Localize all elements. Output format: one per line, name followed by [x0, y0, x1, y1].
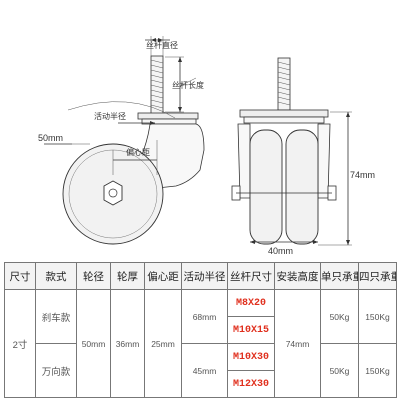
table-row: M12X30	[5, 370, 397, 398]
header-four-load: 四只承重	[358, 262, 397, 290]
cell-thread-m8x20: M8X20	[227, 289, 275, 317]
header-type: 款式	[35, 262, 77, 290]
side-view: 丝杆直径 丝杆长度 活动半径 偏心距 50mm	[38, 36, 205, 245]
label-swivel-radius: 活动半径	[94, 111, 126, 121]
label-width-dim: 40mm	[268, 246, 293, 256]
cell-install-height: 74mm	[274, 289, 321, 398]
cell-wheel-thickness: 36mm	[110, 289, 145, 398]
cell-wheel-diameter: 50mm	[76, 289, 111, 398]
label-height-dim: 74mm	[350, 170, 375, 180]
cell-single-load-brake: 50Kg	[320, 289, 359, 344]
label-wheel-dim: 50mm	[38, 133, 63, 143]
caster-technical-drawing: 丝杆直径 丝杆长度 活动半径 偏心距 50mm	[38, 36, 375, 256]
header-install-height: 安装高度	[274, 262, 321, 290]
label-screw-diameter: 丝杆直径	[146, 40, 178, 50]
header-thread-size: 丝杆尺寸	[227, 262, 275, 290]
cell-type-swivel: 万向款	[35, 343, 77, 398]
cell-thread-m10x15: M10X15	[227, 316, 275, 344]
spec-table: 尺寸 款式 轮径 轮厚 偏心距 活动半径 丝杆尺寸 安装高度 单只承重 四只承重…	[4, 262, 397, 398]
cell-four-load-brake: 150Kg	[358, 289, 397, 344]
cell-size: 2寸	[4, 289, 36, 398]
cell-radius-brake: 68mm	[181, 289, 228, 344]
cell-radius-swivel: 45mm	[181, 343, 228, 398]
front-wheel-left	[249, 129, 283, 245]
label-eccentric: 偏心距	[126, 147, 150, 157]
front-view: 74mm 40mm	[231, 57, 375, 256]
header-swivel-radius: 活动半径	[181, 262, 228, 290]
table-row: 2寸 刹车款 50mm 36mm 25mm 68mm M8X20 74mm 50…	[4, 289, 397, 398]
swivel-radius-arc	[67, 101, 176, 119]
front-swivel-plate	[239, 109, 329, 118]
header-eccentric: 偏心距	[144, 262, 182, 290]
table-row: M10X15	[5, 316, 397, 344]
front-wheel-right	[285, 129, 319, 245]
stem-threads	[150, 59, 164, 109]
header-wheel-diameter: 轮径	[76, 262, 111, 290]
header-single-load: 单只承重	[320, 262, 359, 290]
cell-single-load-swivel: 50Kg	[320, 343, 359, 398]
cell-thread-m10x30: M10X30	[227, 343, 275, 371]
cell-four-load-swivel: 150Kg	[358, 343, 397, 398]
cell-eccentric: 25mm	[144, 289, 182, 398]
cell-thread-m12x30: M12X30	[227, 370, 275, 398]
cell-type-brake: 刹车款	[35, 289, 77, 344]
header-size: 尺寸	[4, 262, 36, 290]
label-screw-length: 丝杆长度	[172, 80, 204, 90]
header-wheel-thickness: 轮厚	[110, 262, 145, 290]
table-row: 万向款 45mm M10X30 50Kg 150Kg	[5, 343, 397, 398]
table-header-row: 尺寸 款式 轮径 轮厚 偏心距 活动半径 丝杆尺寸 安装高度 单只承重 四只承重	[4, 262, 397, 290]
